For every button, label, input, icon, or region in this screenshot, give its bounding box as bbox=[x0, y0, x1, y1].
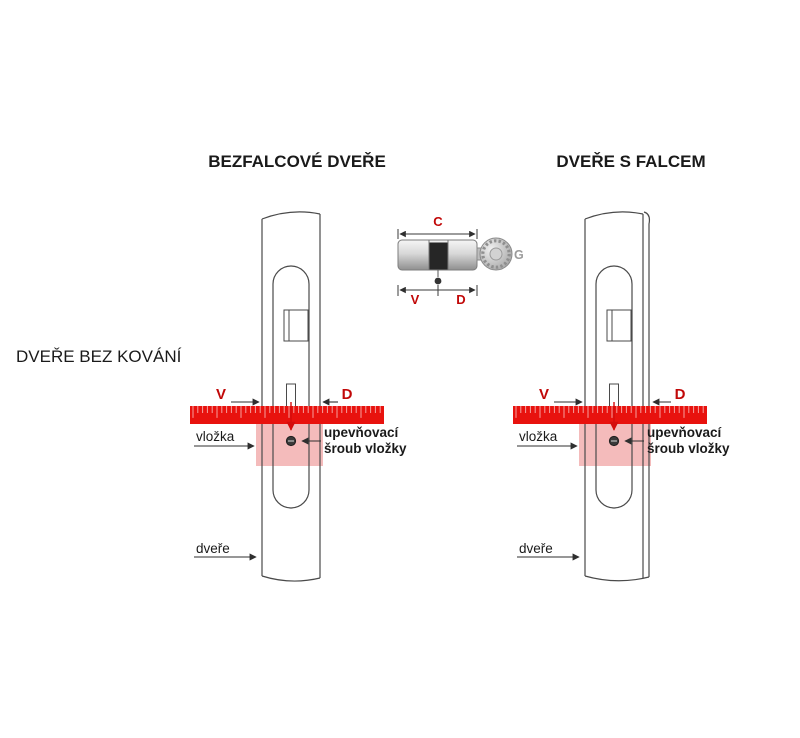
door-callout-label: dveře bbox=[196, 541, 230, 556]
dim-d-label: D bbox=[675, 386, 686, 403]
knob-g-label: G bbox=[514, 248, 524, 262]
door-diagram-right: V D vložka upevňovací šroub vložky dveře bbox=[513, 211, 730, 582]
side-note-label: DVEŘE BEZ KOVÁNÍ bbox=[16, 347, 182, 366]
lock-faceplate bbox=[272, 265, 310, 509]
cylinder-cam bbox=[429, 242, 448, 270]
screw-callout-line1: upevňovací bbox=[647, 425, 723, 440]
measuring-ruler bbox=[513, 406, 707, 424]
measuring-ruler bbox=[190, 406, 384, 424]
door-diagram-left: V D vložka upevňovací šroub vložky dveře bbox=[190, 211, 407, 582]
cylinder-dim-v-label: V bbox=[411, 292, 420, 307]
screw-callout-line1: upevňovací bbox=[324, 425, 400, 440]
cylinder-callout-label: vložka bbox=[519, 429, 558, 444]
cylinder-dim-d-label: D bbox=[456, 292, 465, 307]
dim-d-label: D bbox=[342, 386, 353, 403]
lock-faceplate bbox=[595, 265, 633, 509]
heading-left-column: BEZFALCOVÉ DVEŘE bbox=[208, 152, 386, 171]
dim-v-label: V bbox=[216, 386, 226, 403]
screw-callout-line2: šroub vložky bbox=[324, 441, 407, 456]
cylinder-callout-label: vložka bbox=[196, 429, 235, 444]
screw-callout-line2: šroub vložky bbox=[647, 441, 730, 456]
door-callout-label: dveře bbox=[519, 541, 553, 556]
cylinder-illustration: C G V D bbox=[397, 214, 524, 307]
cylinder-fixing-screw bbox=[434, 277, 442, 285]
dim-v-label: V bbox=[539, 386, 549, 403]
latch-bolt bbox=[283, 309, 309, 342]
latch-bolt bbox=[606, 309, 632, 342]
heading-right-column: DVEŘE S FALCEM bbox=[556, 152, 705, 171]
rebate-line bbox=[643, 211, 651, 577]
cylinder-dim-c-label: C bbox=[433, 214, 443, 229]
